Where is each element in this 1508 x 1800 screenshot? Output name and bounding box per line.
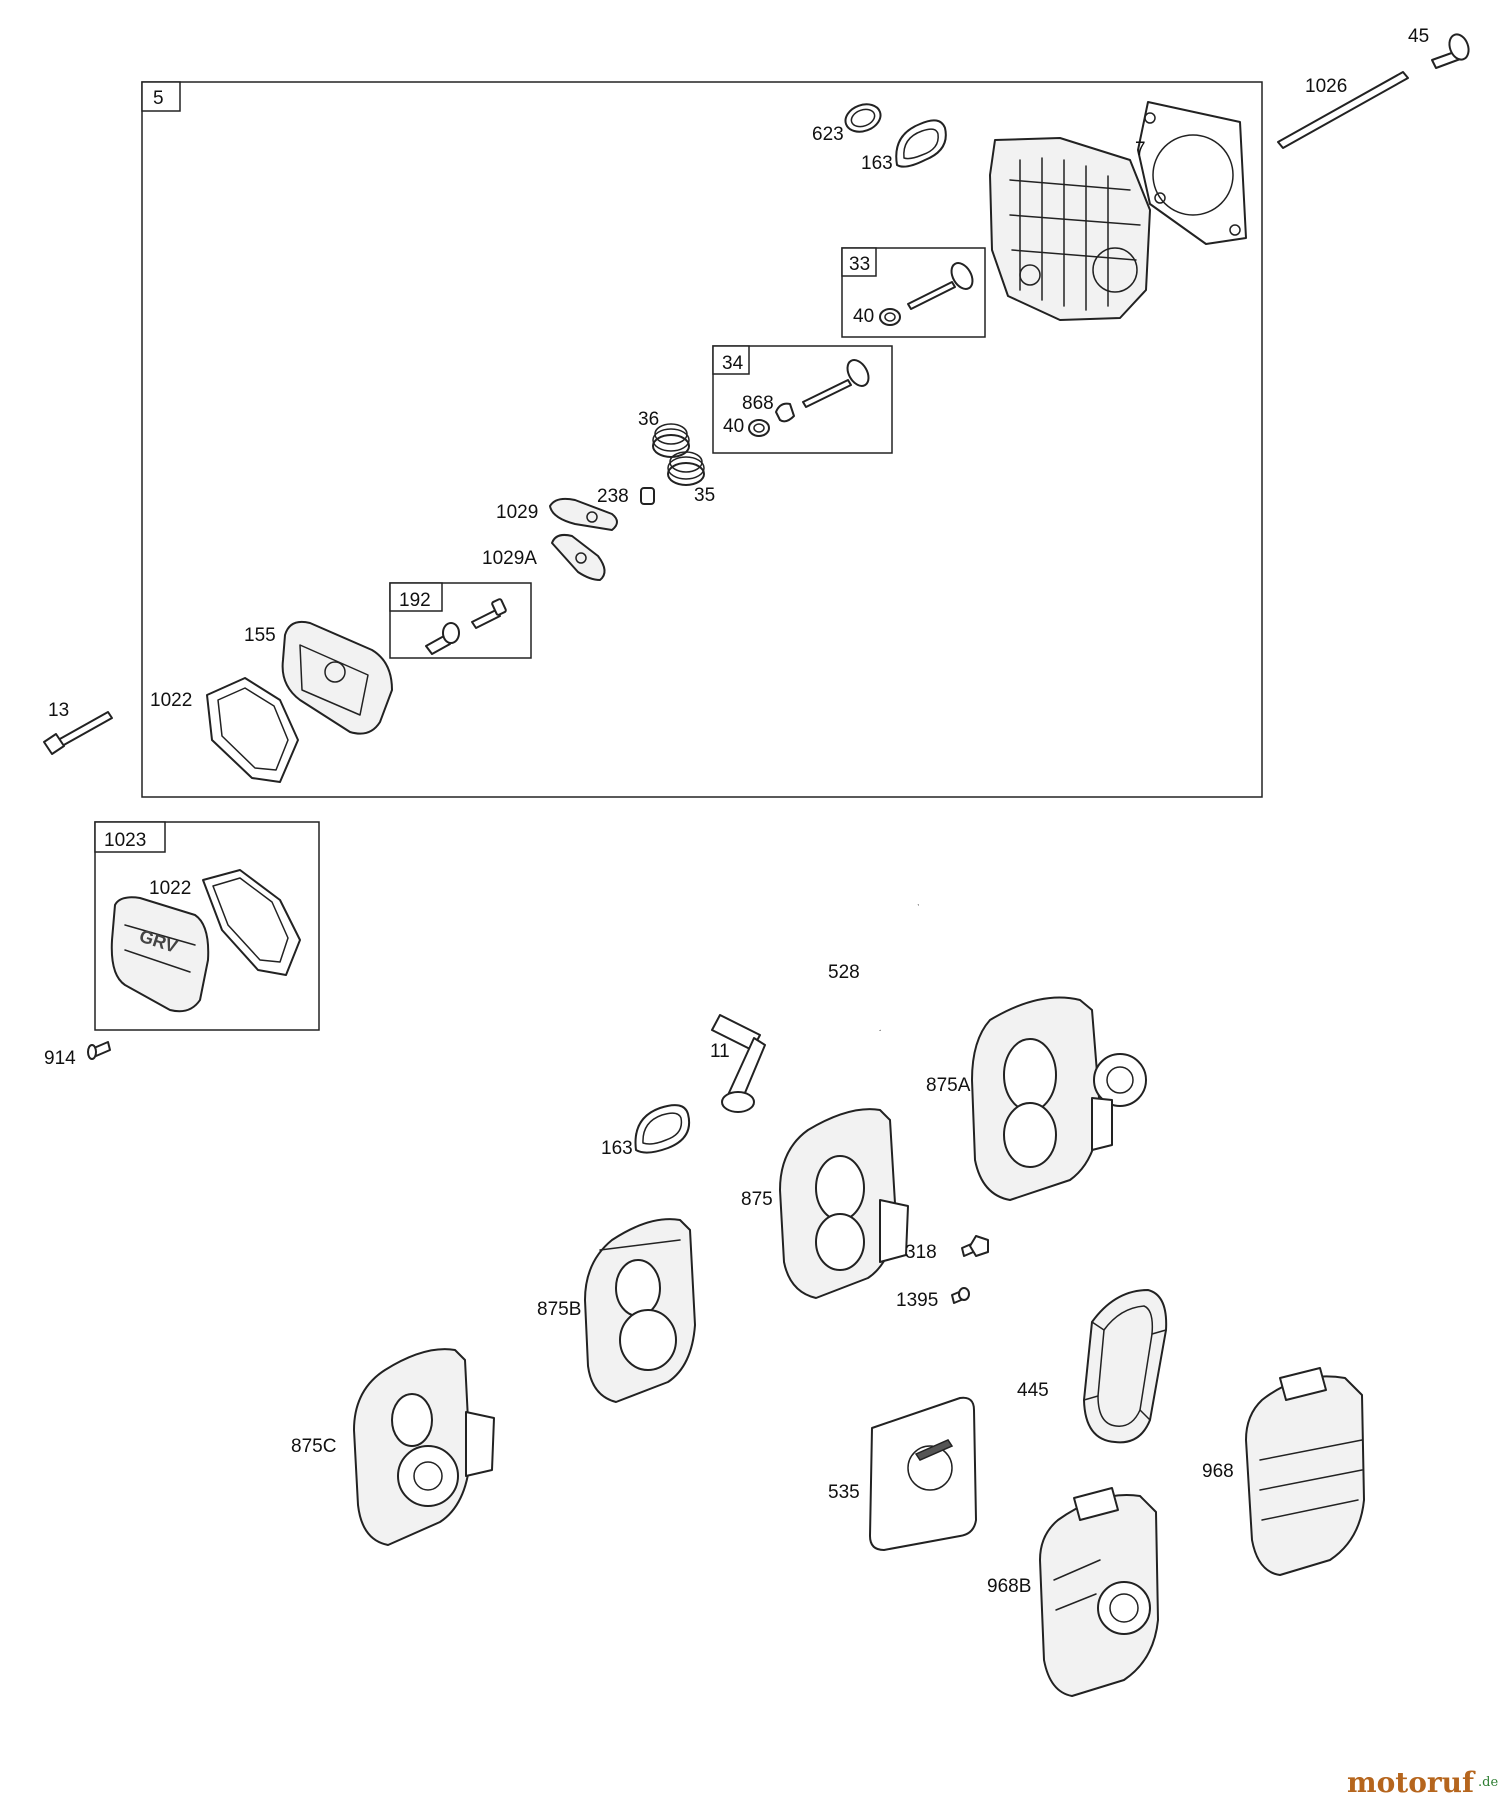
label-11: 11 [710, 1041, 730, 1062]
label-875: 875 [741, 1189, 773, 1210]
label-868: 868 [742, 393, 774, 414]
label-1022b: 1022 [149, 878, 191, 899]
group-box-192 [389, 582, 532, 659]
group-box-34 [712, 345, 893, 454]
label-1029: 1029 [496, 502, 538, 523]
label-914: 914 [44, 1048, 76, 1069]
part-1029a-rocker [551, 533, 606, 581]
label-623: 623 [812, 124, 844, 145]
label-875b: 875B [537, 1299, 581, 1320]
watermark-suffix: .de [1478, 1775, 1498, 1790]
part-163-gasket-lower [634, 1104, 690, 1154]
group-box-33 [841, 247, 986, 338]
part-1026-stud [1277, 71, 1409, 149]
part-1022-gasket-a [206, 677, 299, 783]
part-11-tube [711, 1014, 766, 1113]
label-968: 968 [1202, 1461, 1234, 1482]
group-box-1023-tab [94, 821, 166, 853]
group-box-192-tab [389, 582, 443, 612]
part-875a-base [971, 996, 1147, 1201]
label-155: 155 [244, 625, 276, 646]
part-45-bolt [1431, 33, 1470, 69]
part-7-head-gasket [1137, 101, 1247, 245]
part-528-hose [870, 903, 919, 1031]
label-1022a: 1022 [150, 690, 192, 711]
label-40b: 40 [723, 416, 744, 437]
label-36: 36 [638, 409, 659, 430]
part-238-cap [640, 487, 655, 505]
label-45: 45 [1408, 26, 1429, 47]
part-33-valve [907, 262, 974, 310]
part-868-seal [775, 402, 795, 423]
group-box-33-tab [841, 247, 877, 277]
part-535-foam [869, 1396, 977, 1551]
part-40-retainer-b [748, 419, 770, 437]
label-318: 318 [905, 1242, 937, 1263]
label-163-upper: 163 [861, 153, 893, 174]
label-535: 535 [828, 1482, 860, 1503]
label-7: 7 [1135, 139, 1146, 160]
label-875c: 875C [291, 1436, 336, 1457]
label-1395: 1395 [896, 1290, 938, 1311]
cylinder-head [989, 137, 1151, 321]
label-875a: 875A [926, 1075, 971, 1096]
part-35-spring [667, 451, 705, 486]
part-155-rocker-cover [281, 620, 393, 735]
label-1026: 1026 [1305, 76, 1347, 97]
label-445: 445 [1017, 1380, 1049, 1401]
part-1022-gasket-b [202, 869, 301, 976]
watermark: motoruf .de [1347, 1766, 1498, 1799]
label-5: 5 [153, 88, 164, 109]
part-192-rocker-stud [425, 598, 507, 655]
label-40a: 40 [853, 306, 874, 327]
group-box-5 [141, 81, 1263, 798]
label-1023: 1023 [104, 830, 146, 851]
group-box-34-tab [712, 345, 750, 375]
part-875-base [779, 1108, 909, 1299]
part-34-valve [802, 359, 870, 408]
part-968-cover [1245, 1367, 1365, 1576]
part-445-filter [1083, 1289, 1168, 1444]
part-968b-cover [1039, 1487, 1159, 1697]
part-13-bolt [43, 711, 113, 755]
part-1395-screw [951, 1287, 970, 1304]
group-box-1023 [94, 821, 320, 1031]
part-1029-rocker [549, 497, 618, 531]
label-33: 33 [849, 254, 870, 275]
label-13: 13 [48, 700, 69, 721]
part-318-screw [961, 1235, 989, 1257]
part-875b-base [584, 1218, 696, 1403]
watermark-brand: motoruf [1347, 1766, 1476, 1799]
part-914-bolt [87, 1041, 111, 1060]
label-1029a: 1029A [482, 548, 537, 569]
label-968b: 968B [987, 1576, 1031, 1597]
label-35: 35 [694, 485, 715, 506]
label-34: 34 [722, 353, 744, 374]
group-box-5-tab [141, 81, 181, 112]
label-528: 528 [828, 962, 860, 983]
part-875c-base [353, 1348, 495, 1546]
label-192: 192 [399, 590, 431, 611]
label-238: 238 [597, 486, 629, 507]
part-40-retainer-a [879, 308, 901, 326]
part-36-spring [652, 423, 690, 458]
part-1023-cover: GRV [110, 896, 210, 1013]
part-623-o-ring [844, 103, 882, 133]
label-163-lower: 163 [601, 1138, 633, 1159]
part-163-gasket-upper [895, 119, 947, 168]
